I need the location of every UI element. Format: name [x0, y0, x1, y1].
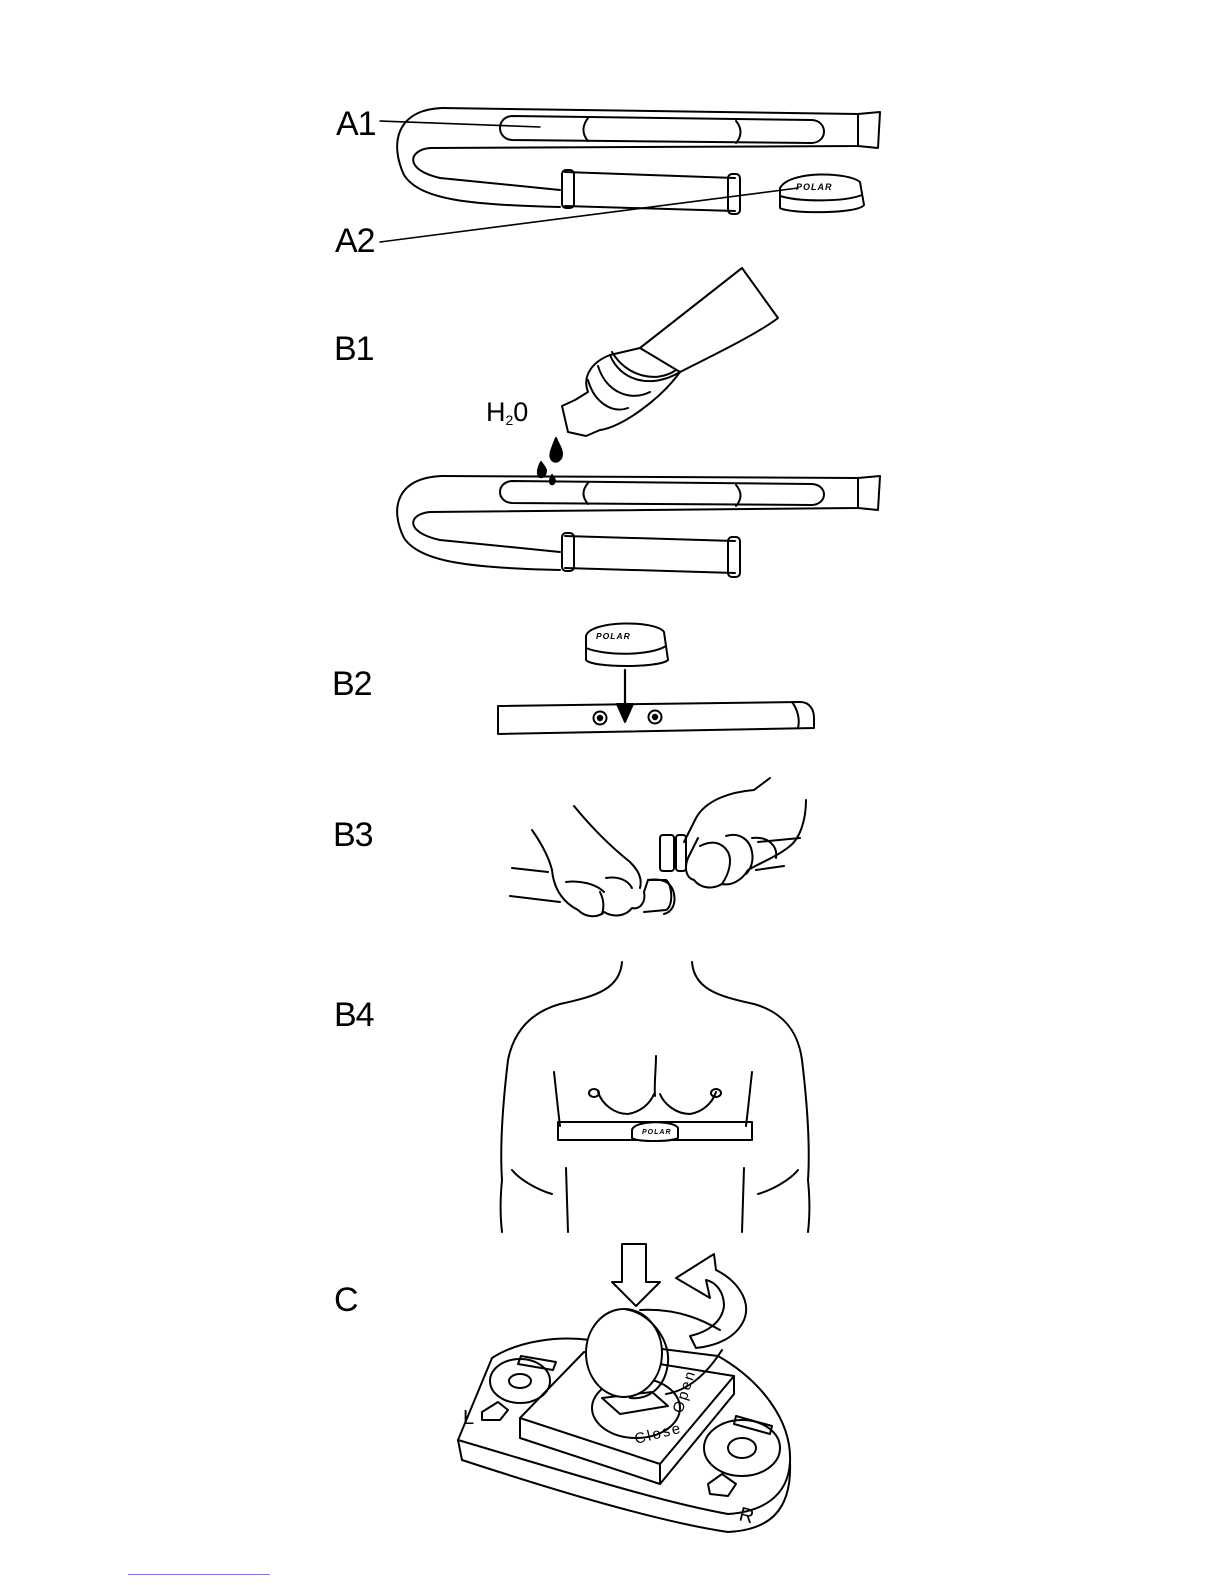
transmitter-a2	[780, 174, 864, 212]
mount-left-label: L	[463, 1407, 474, 1429]
bike-mount-illustration	[458, 1244, 790, 1532]
strap-a-illustration	[380, 108, 880, 242]
attach-transmitter-illustration	[498, 623, 814, 734]
footer-link-underline	[128, 1574, 270, 1575]
mount-right-label: R	[737, 1504, 756, 1529]
water-bottle-illustration	[538, 268, 778, 484]
rotate-arrow	[676, 1254, 746, 1348]
insert-arrow	[612, 1244, 660, 1306]
torso-wearing-strap-illustration	[501, 962, 810, 1232]
strap-b1-illustration	[397, 476, 880, 577]
transmitter-brand-b4: POLAR	[642, 1129, 672, 1136]
fasten-strap-illustration	[510, 778, 806, 916]
transmitter-brand-b2: POLAR	[596, 631, 631, 641]
transmitter-brand-a2: POLAR	[796, 182, 833, 192]
